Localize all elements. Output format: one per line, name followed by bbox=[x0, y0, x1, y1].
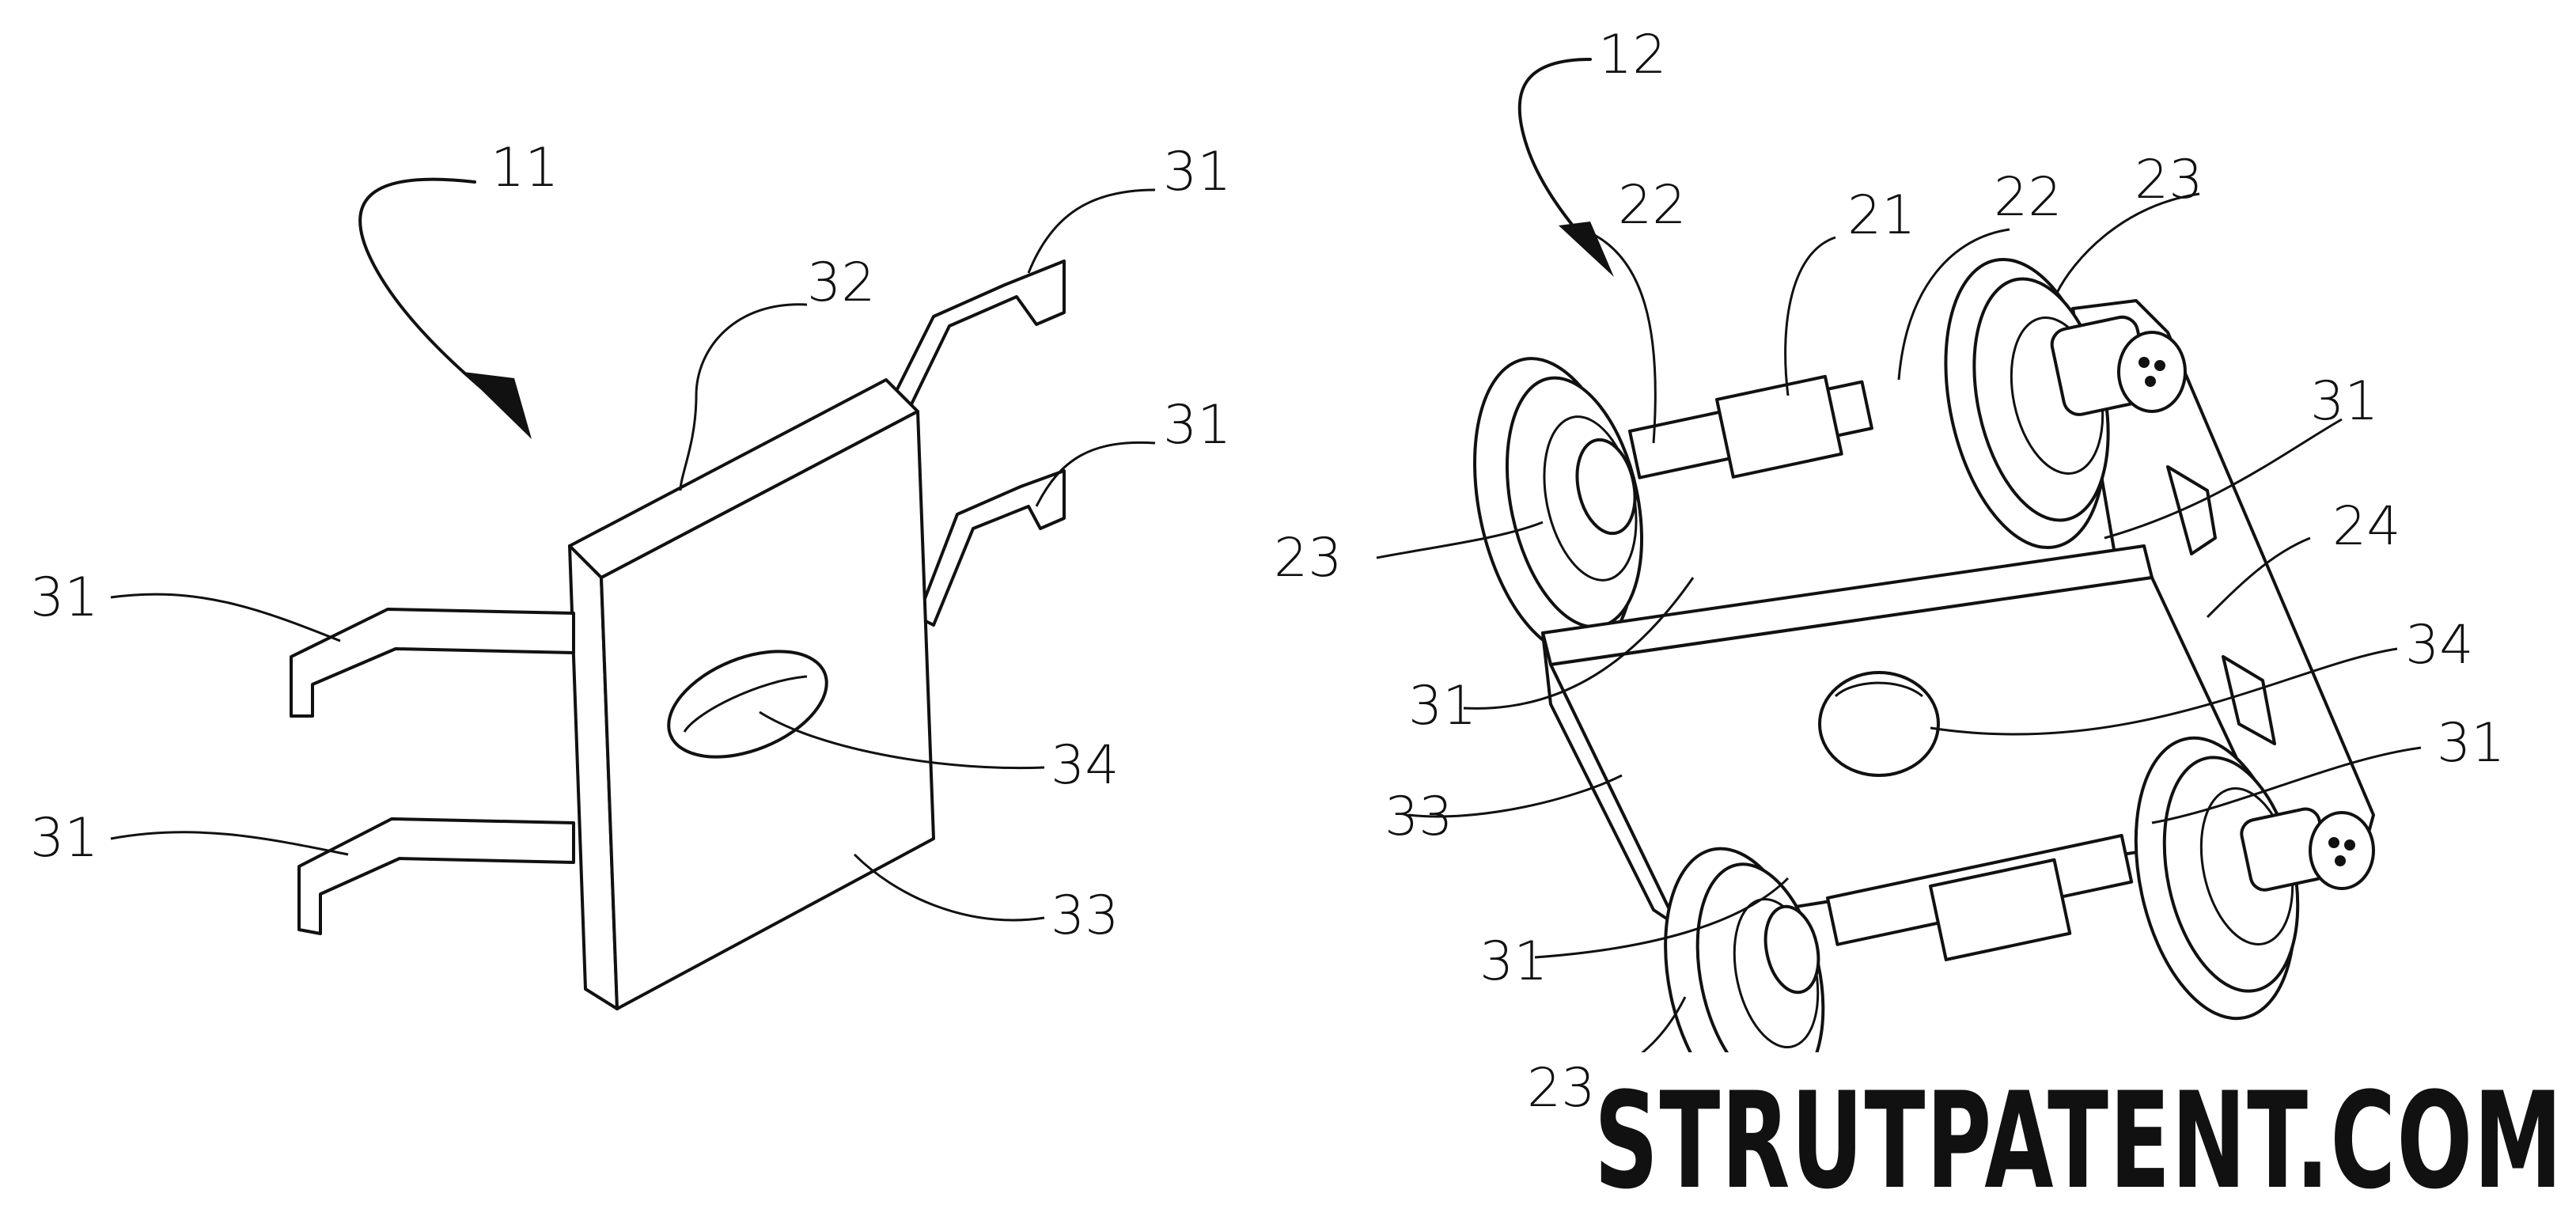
label-32: 32 bbox=[807, 252, 876, 314]
leader-21 bbox=[1784, 236, 1836, 396]
label-31: 31 bbox=[1163, 394, 1232, 457]
upper-axle-sleeve bbox=[1714, 374, 1843, 479]
leader-31-h bbox=[1534, 877, 1790, 959]
leader-31-a bbox=[1027, 188, 1156, 274]
plate-hole bbox=[667, 650, 828, 759]
label-23: 23 bbox=[2135, 149, 2203, 211]
leader-31-f bbox=[1463, 577, 1695, 710]
label-31: 31 bbox=[30, 567, 99, 629]
label-31: 31 bbox=[30, 807, 99, 870]
leader-32 bbox=[679, 303, 808, 491]
clip-left-1 bbox=[290, 608, 575, 718]
leader-22-a bbox=[1582, 228, 1657, 444]
watermark-text: STRUTPATENT.COM bbox=[1594, 1063, 2563, 1205]
watermark-backdrop bbox=[1590, 1052, 2576, 1205]
leader-33-b bbox=[1407, 774, 1623, 818]
leader-24 bbox=[2206, 536, 2311, 619]
leader-34 bbox=[759, 710, 1045, 770]
leader-31-b bbox=[1035, 441, 1156, 507]
figure-11-arrow-head bbox=[463, 372, 532, 439]
label-23: 23 bbox=[1274, 527, 1343, 589]
figure-11-arrow-shaft bbox=[358, 177, 492, 397]
label-33: 33 bbox=[1051, 885, 1119, 947]
label-33: 33 bbox=[1385, 786, 1453, 848]
clip-left-2 bbox=[297, 817, 575, 935]
figure-12-ref: 12 bbox=[1598, 24, 1667, 86]
label-21: 21 bbox=[1847, 184, 1916, 247]
leader-23-b bbox=[1376, 521, 1544, 559]
figure-12-arrow-shaft bbox=[1517, 58, 1592, 239]
label-34: 34 bbox=[1051, 734, 1119, 797]
label-31: 31 bbox=[2437, 712, 2506, 775]
leader-31-g bbox=[2151, 746, 2422, 824]
label-22: 22 bbox=[1618, 174, 1687, 237]
clip-upper-1 bbox=[892, 260, 1066, 409]
label-34: 34 bbox=[2405, 614, 2474, 676]
figure-11-ref: 11 bbox=[491, 137, 559, 199]
frame-slot-2 bbox=[2222, 655, 2276, 745]
plate-hole-inner bbox=[683, 675, 808, 733]
wheel-upper-right bbox=[1944, 257, 2187, 550]
leader-31-d bbox=[110, 831, 349, 856]
lower-axle-sleeve bbox=[1929, 858, 2072, 961]
leader-22-b bbox=[1897, 228, 2010, 381]
leader-34-b bbox=[1930, 647, 2398, 736]
wheel-upper-left bbox=[1473, 357, 1644, 656]
leader-31-c bbox=[110, 593, 341, 642]
body-boss-rim bbox=[1834, 681, 1923, 698]
figure-12: 12 bbox=[1274, 24, 2506, 1120]
frame-slot-1 bbox=[2166, 465, 2217, 555]
label-31: 31 bbox=[2310, 370, 2379, 433]
label-31: 31 bbox=[1408, 675, 1477, 737]
body-boss bbox=[1818, 671, 1940, 777]
leader-31-e bbox=[2104, 418, 2343, 540]
leader-33 bbox=[853, 853, 1045, 922]
figure-12-arrow-head bbox=[1559, 222, 1614, 277]
label-31: 31 bbox=[1163, 141, 1232, 203]
figure-11: 11 31 32 31 31 34 31 33 bbox=[30, 137, 1232, 1010]
wheel-lower-right bbox=[2134, 736, 2375, 1021]
leader-23-a bbox=[2055, 192, 2200, 294]
label-31: 31 bbox=[1479, 930, 1548, 993]
label-22: 22 bbox=[1994, 166, 2063, 229]
label-23: 23 bbox=[1527, 1057, 1596, 1120]
body-side bbox=[1541, 631, 1679, 927]
label-24: 24 bbox=[2332, 495, 2401, 558]
